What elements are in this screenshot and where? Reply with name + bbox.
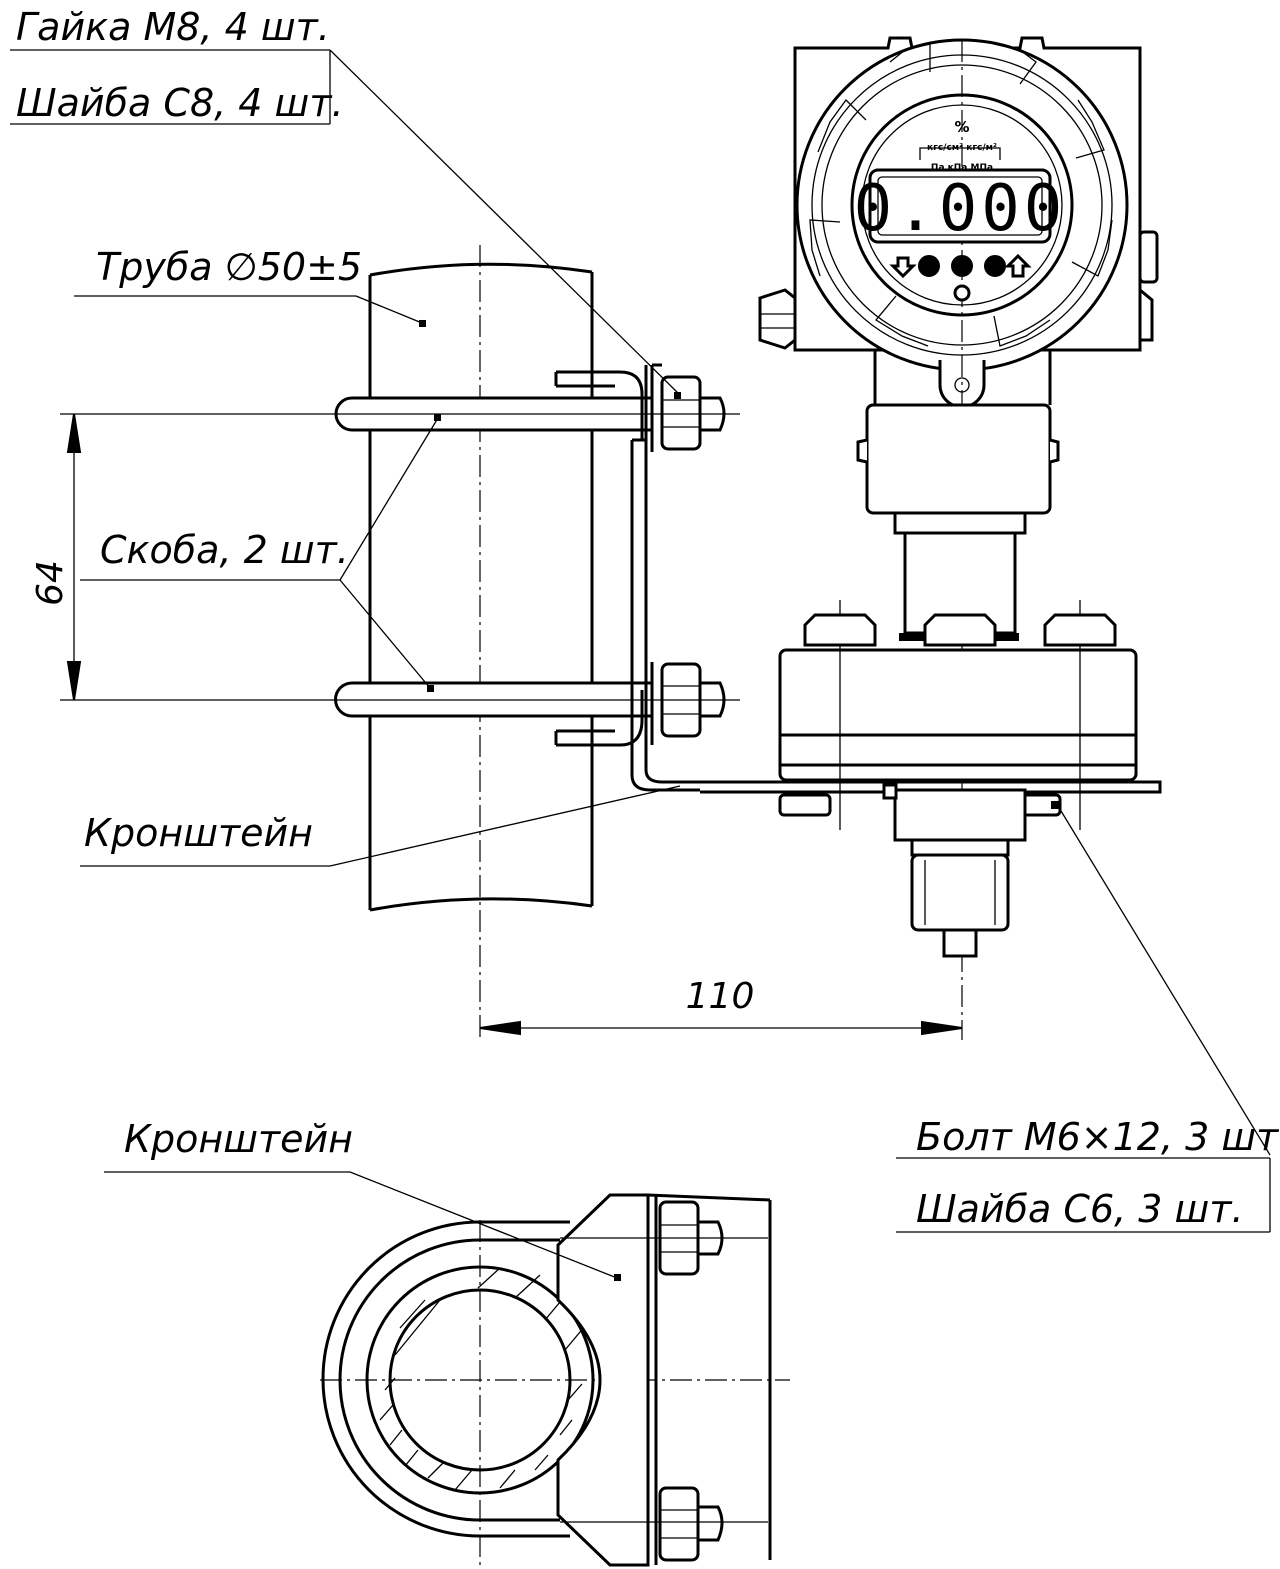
flange	[778, 600, 1138, 958]
dimension-110-label: 110	[686, 976, 755, 1017]
transmitter-neck	[856, 350, 1060, 641]
label-pipe: Труба ∅50±5	[96, 245, 362, 289]
label-clamp: Скоба, 2 шт.	[100, 528, 349, 572]
dimension-64-label: 64	[30, 560, 71, 606]
label-washer-c6: Шайба С6, 3 шт.	[916, 1187, 1244, 1231]
nut-upper	[660, 375, 726, 451]
callout-bracket-top: Кронштейн	[80, 785, 681, 867]
display-units-lower: Па кПа МПа	[931, 163, 993, 173]
button-center-dot	[951, 255, 973, 277]
arrow-down-icon	[889, 256, 917, 279]
display-unit-percent: %	[954, 118, 969, 136]
bracket-side	[630, 363, 1162, 794]
callout-nut-washer: Гайка М8, 4 шт. Шайба С8, 4 шт.	[10, 5, 681, 396]
arrow-up-icon	[1004, 253, 1032, 278]
callout-bracket-bottom: Кронштейн	[104, 1117, 618, 1279]
label-bracket-top: Кронштейн	[84, 811, 313, 855]
callout-bolt-washer: Болт М6×12, 3 шт. Шайба С6, 3 шт.	[896, 805, 1280, 1233]
transmitter-housing: 0.000 % кгс/см² кгс/м² Па кПа МПа	[758, 36, 1159, 1040]
display-reading: 0.000	[854, 172, 1067, 246]
label-washer-c8: Шайба С8, 4 шт.	[16, 81, 344, 125]
clamp-upper	[334, 370, 654, 440]
callout-pipe: Труба ∅50±5	[74, 245, 423, 324]
settings-icon	[953, 284, 971, 302]
button-left-dot	[918, 255, 940, 277]
label-bracket-bottom: Кронштейн	[124, 1117, 353, 1161]
pipe	[368, 245, 594, 1040]
label-nut: Гайка М8, 4 шт.	[16, 5, 330, 49]
button-right-dot	[984, 255, 1006, 277]
dimension-64: 64	[30, 413, 82, 701]
dimension-110: 110	[479, 976, 963, 1036]
clamp-lower	[334, 681, 654, 747]
callout-clamp: Скоба, 2 шт.	[80, 417, 439, 689]
label-bolt: Болт М6×12, 3 шт.	[916, 1115, 1280, 1159]
bottom-view	[320, 1193, 790, 1569]
